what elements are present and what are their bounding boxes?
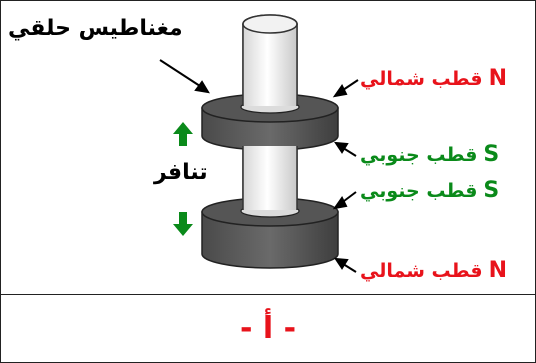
repulsion-label: تنافر <box>154 160 208 185</box>
ring-magnet-label: مغناطيس حلقي <box>8 16 183 41</box>
caption-divider <box>0 294 536 295</box>
south-letter: S <box>483 142 500 167</box>
north-pole-text: قطب شمالي <box>360 68 483 90</box>
green-down-arrow-icon <box>173 212 193 236</box>
figure-caption: - أ - <box>239 310 297 346</box>
pointer-arrows <box>159 59 359 273</box>
north-letter: N <box>488 66 508 91</box>
south-pole-text: قطب جنوبي <box>360 180 478 202</box>
upper-ring-magnet <box>201 93 339 151</box>
upper-north-label: Nقطب شمالي <box>360 66 507 91</box>
north-letter: N <box>488 258 508 283</box>
magnet-illustration <box>159 14 359 273</box>
lower-north-label: Nقطب شمالي <box>360 258 507 283</box>
lower-south-label: Sقطب جنوبي <box>360 178 499 203</box>
south-pole-text: قطب جنوبي <box>360 144 478 166</box>
green-up-arrow-icon <box>173 122 193 146</box>
south-letter: S <box>483 178 500 203</box>
upper-south-label: Sقطب جنوبي <box>360 142 499 167</box>
north-pole-text: قطب شمالي <box>360 260 483 282</box>
